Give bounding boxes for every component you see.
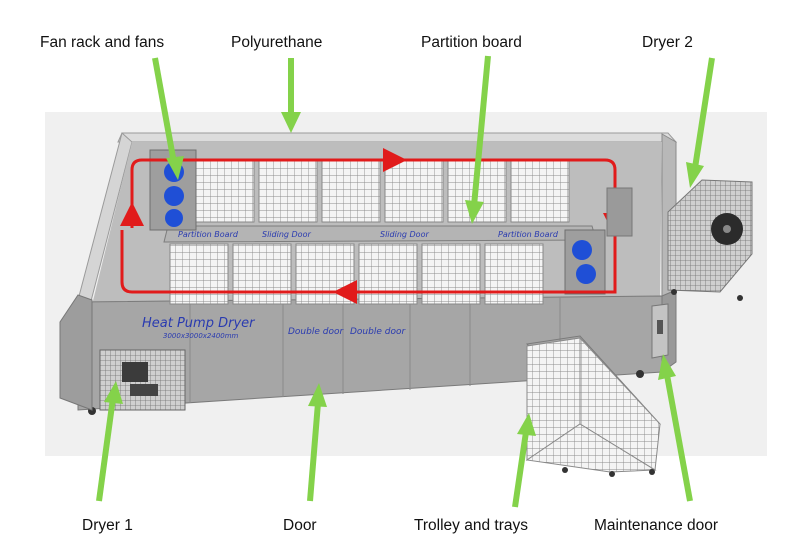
tray-racks-front: [169, 243, 544, 305]
svg-text:Partition Board: Partition Board: [498, 230, 559, 239]
double-door-label-1: Double door: [288, 327, 344, 337]
dryer-1-unit: [59, 294, 186, 411]
label-door: Door: [283, 517, 317, 534]
label-fan-rack: Fan rack and fans: [40, 34, 165, 51]
fan-icon: [164, 186, 184, 206]
svg-text:Partition Board: Partition Board: [178, 230, 239, 239]
double-door-label-2: Double door: [350, 327, 406, 337]
label-partition-board: Partition board: [421, 34, 522, 51]
label-dryer-2: Dryer 2: [642, 34, 693, 51]
dryer-2-unit: [667, 179, 753, 301]
unit-title: Heat Pump Dryer: [142, 316, 256, 331]
tray-racks-back: [195, 159, 570, 223]
fan-rack-right: [564, 229, 606, 295]
callout-arrows: [96, 55, 715, 508]
label-maintenance-door: Maintenance door: [594, 517, 719, 534]
maintenance-door: [651, 303, 669, 359]
trolley-and-trays: [525, 335, 661, 477]
partition-board: Partition Board Sliding Door Sliding Doo…: [163, 225, 597, 243]
fan-icon: [572, 240, 592, 260]
label-polyurethane: Polyurethane: [231, 34, 323, 51]
svg-text:Sliding Door: Sliding Door: [380, 230, 429, 239]
unit-size: 3000x3000x2400mm: [163, 332, 239, 340]
label-dryer-1: Dryer 1: [82, 517, 133, 534]
fan-icon: [576, 264, 596, 284]
svg-text:Sliding Door: Sliding Door: [262, 230, 311, 239]
fan-icon: [165, 209, 183, 227]
label-trolley: Trolley and trays: [414, 517, 528, 534]
